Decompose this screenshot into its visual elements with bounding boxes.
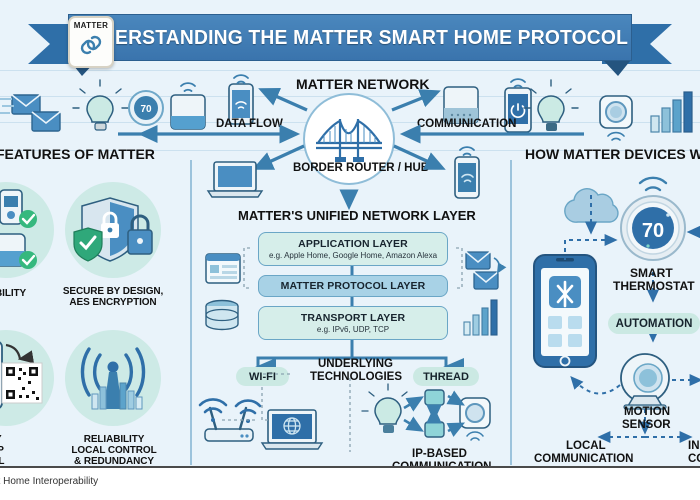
phone-wifi-blue-icon [454, 146, 480, 199]
header-banner: UNDERSTANDING THE MATTER SMART HOME PROT… [0, 10, 700, 76]
feature-circle-simplicity [0, 330, 54, 426]
divider-right [510, 160, 512, 465]
qr-phone-icon [0, 341, 43, 409]
thread-bulb-icon [361, 383, 408, 433]
smart-thermostat-line2: THERMOSTAT [613, 279, 695, 293]
border-router-hub-label: BORDER ROUTER / HUB [293, 162, 430, 174]
right-edge-label-line1: IN [688, 440, 700, 452]
shield-lock-icon [73, 197, 153, 262]
feature-label-security-line2: AES ENCRYPTION [69, 297, 157, 308]
thermostat-dial-icon-small: 70 [128, 90, 164, 126]
smartphone-app-icon [533, 254, 597, 368]
feature-label-simplicity-line3: ROL [0, 456, 5, 467]
feature-label-simplicity-line2: TUP [0, 445, 4, 456]
envelope-icon-right [465, 251, 507, 290]
feature-label-security: SECURE BY DESIGN, AES ENCRYPTION [60, 286, 166, 308]
motion-camera-icon [620, 353, 670, 410]
feature-label-security-line1: SECURE BY DESIGN, [62, 286, 164, 297]
application-layer-box: APPLICATION LAYER e.g. Apple Home, Googl… [258, 232, 448, 266]
left-panel-title: FEATURES OF MATTER [0, 146, 155, 162]
antenna-signal-icon [80, 347, 146, 410]
browser-window-icon [205, 253, 241, 284]
feature-label-simplicity: ITY TUP ROL [0, 434, 34, 467]
cloud-icon [564, 188, 619, 223]
lightbulb-icon [72, 79, 129, 131]
footer-text: or Smart Home Interoperability [0, 476, 99, 487]
database-icon [205, 299, 239, 331]
matter-badge-label: MATTER [73, 21, 109, 30]
feature-label-simplicity-line1: ITY [0, 434, 34, 445]
phone-wifi-icon [228, 74, 254, 125]
transport-layer-title: TRANSPORT LAYER [300, 312, 406, 324]
right-edge-label-line2: CO [688, 453, 700, 465]
footer-bar: or Smart Home Interoperability [0, 466, 700, 500]
devices-check-icon [0, 189, 37, 269]
matter-network-title: MATTER NETWORK [296, 76, 430, 92]
chain-link-icon [80, 35, 102, 55]
thermostat-dial-icon: 70 [620, 176, 686, 261]
transport-layer-sub: e.g. IPv6, UDP, TCP [316, 325, 390, 334]
svg-text:70: 70 [642, 220, 664, 242]
motion-sensor-line2: SENSOR [622, 419, 671, 431]
thread-node-icon [424, 389, 445, 438]
divider-left [190, 160, 192, 465]
underlying-technologies-line2: TECHNOLOGIES [310, 371, 403, 383]
application-layer-title: APPLICATION LAYER [298, 238, 408, 250]
signal-bars-icon [650, 91, 693, 133]
transport-layer-box: TRANSPORT LAYER e.g. IPv6, UDP, TCP [258, 306, 448, 340]
wifi-pill: WI-FI [236, 367, 289, 386]
laptop-globe-icon [260, 409, 324, 450]
feature-circle-security [65, 182, 161, 278]
underlying-technologies-line1: UNDERLYING [318, 358, 393, 370]
border-router-hub-circle [303, 93, 395, 185]
page-title: UNDERSTANDING THE MATTER SMART HOME PROT… [72, 25, 628, 49]
thread-sensor-icon [459, 397, 491, 441]
lightbulb-icon-right [523, 79, 579, 131]
feature-label-reliability-line2: LOCAL CONTROL [71, 445, 157, 456]
motion-sensor-line1: MOTION [624, 406, 670, 418]
matter-protocol-layer-title: MATTER PROTOCOL LAYER [280, 280, 426, 292]
matter-logo-badge: MATTER [68, 16, 114, 68]
automation-pill: AUTOMATION [608, 313, 700, 334]
right-panel-title: HOW MATTER DEVICES WOR [525, 146, 700, 162]
banner-bar: UNDERSTANDING THE MATTER SMART HOME PROT… [68, 14, 632, 61]
local-communication-line1: LOCAL [566, 440, 606, 452]
square-sensor-icon [599, 95, 633, 141]
wifi-router-icon [198, 398, 262, 442]
feature-label-reliability-line1: RELIABILITY [83, 434, 145, 445]
feature-label-interoperability: ABILITY [0, 288, 27, 299]
thread-pill: THREAD [413, 367, 479, 386]
matter-protocol-layer-box: MATTER PROTOCOL LAYER [258, 275, 448, 297]
unified-network-layer-title: MATTER'S UNIFIED NETWORK LAYER [238, 208, 476, 223]
laptop-icon [206, 161, 264, 198]
feature-label-reliability-line3: & REDUNDANCY [74, 456, 154, 467]
envelope-icon [0, 94, 61, 132]
application-layer-sub: e.g. Apple Home, Google Home, Amazon Ale… [268, 251, 438, 260]
feature-circle-reliability [65, 330, 161, 426]
feature-label-reliability: RELIABILITY LOCAL CONTROL & REDUNDANCY [56, 434, 172, 467]
feature-circle-interoperability [0, 182, 54, 278]
ip-based-line1: IP-BASED [412, 448, 467, 460]
svg-text:70: 70 [140, 104, 152, 115]
signal-bars-icon-layer [463, 299, 498, 336]
smart-thermostat-line1: SMART [630, 266, 673, 280]
communication-label: COMMUNICATION [417, 118, 517, 130]
bridge-icon [316, 119, 382, 162]
local-communication-line2: COMMUNICATION [534, 453, 634, 465]
data-flow-label: DATA FLOW [216, 118, 283, 130]
smart-speaker-icon [170, 82, 206, 130]
